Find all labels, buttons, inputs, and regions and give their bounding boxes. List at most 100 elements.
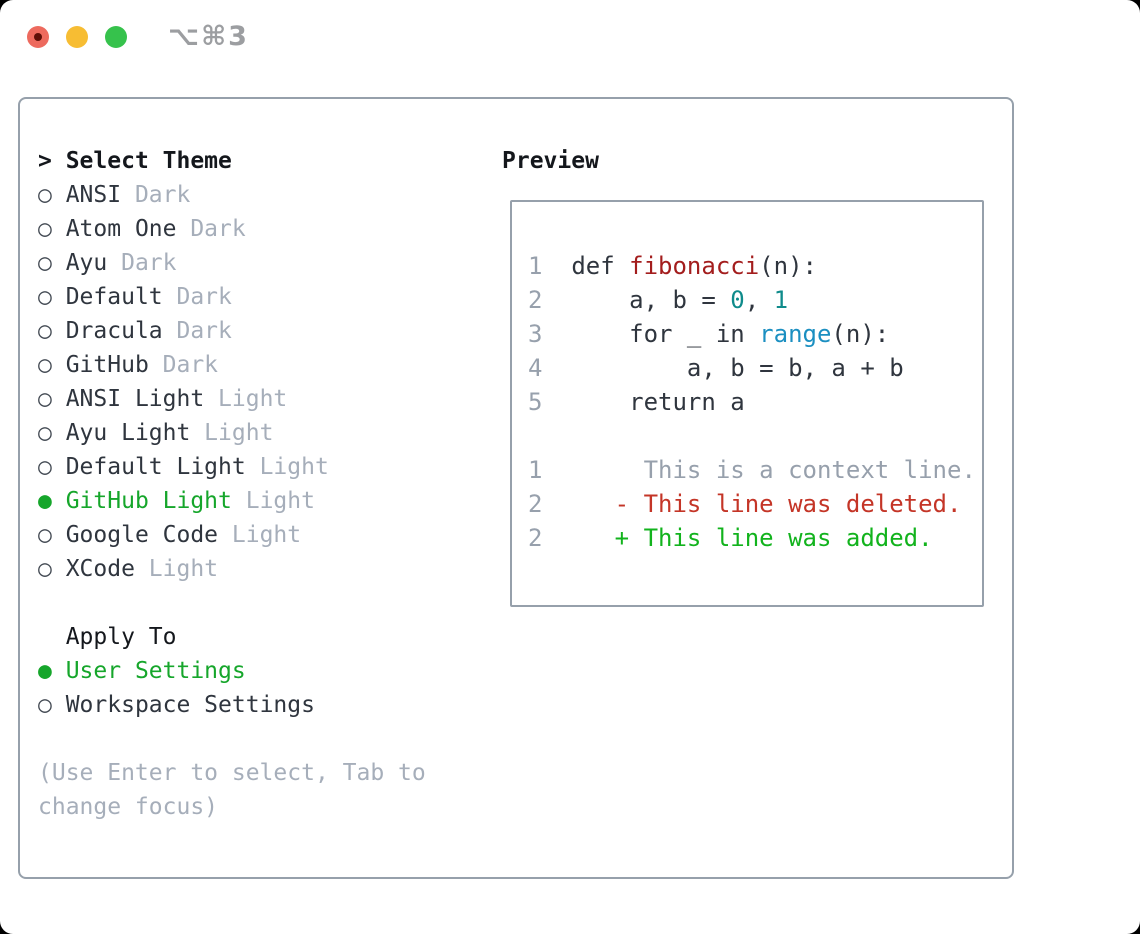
radio-icon: ○	[38, 692, 66, 718]
line-number: 1	[528, 252, 543, 280]
line-number: 2	[528, 524, 543, 552]
theme-name: Dracula	[65, 318, 163, 344]
apply-option-label: User Settings	[65, 658, 246, 684]
code-segment: a, b = b, a + b	[571, 354, 904, 382]
theme-variant-tag: Light	[134, 556, 219, 582]
theme-name: GitHub Light	[65, 488, 232, 514]
prompt-chevron-icon: >	[38, 148, 66, 174]
theme-option-ayu[interactable]: ○ Ayu Dark	[38, 246, 458, 280]
code-segment: This is a context line.	[571, 456, 976, 484]
spacer	[38, 722, 458, 756]
theme-variant-tag: Dark	[107, 250, 177, 276]
theme-name: Ayu Light	[65, 420, 191, 446]
line-number: 3	[528, 320, 543, 348]
theme-name: Default Light	[65, 454, 246, 480]
window-title: ⌥⌘3	[168, 21, 249, 52]
code-segment: ,	[744, 286, 774, 314]
apply-option-workspace-settings[interactable]: ○ Workspace Settings	[38, 688, 458, 722]
code-segment: - This line was deleted.	[571, 490, 962, 518]
close-dot-icon	[34, 33, 42, 41]
theme-option-ansi[interactable]: ○ ANSI Dark	[38, 178, 458, 212]
apply-option-label: Workspace Settings	[65, 692, 315, 718]
code-segment: + This line was added.	[571, 524, 933, 552]
theme-name: Default	[65, 284, 163, 310]
radio-selected-icon: ●	[38, 658, 66, 684]
radio-icon: ○	[38, 454, 66, 480]
code-segment: return a	[571, 388, 745, 416]
theme-name: XCode	[65, 556, 135, 582]
theme-variant-tag: Light	[218, 522, 302, 548]
theme-option-github[interactable]: ○ GitHub Dark	[38, 348, 458, 382]
minimize-button[interactable]	[66, 26, 88, 48]
theme-option-github-light[interactable]: ● GitHub Light Light	[38, 484, 458, 518]
select-theme-heading: Select Theme	[65, 148, 232, 174]
theme-variant-tag: Light	[190, 420, 274, 446]
theme-variant-tag: Dark	[148, 352, 219, 378]
theme-option-default[interactable]: ○ Default Dark	[38, 280, 458, 314]
code-segment: 0	[730, 286, 745, 314]
select-theme-heading-row: > Select Theme	[38, 144, 458, 178]
preview-line: 4 a, b = b, a + b	[528, 351, 982, 385]
theme-variant-tag: Dark	[162, 318, 232, 344]
theme-option-ansi-light[interactable]: ○ ANSI Light Light	[38, 382, 458, 416]
preview-line	[528, 419, 982, 453]
theme-picker-column: > Select Theme ○ ANSI Dark○ Atom One Dar…	[38, 144, 458, 824]
titlebar: ⌥⌘3	[27, 21, 249, 52]
code-segment: (n):	[831, 320, 890, 348]
preview-line: 2 a, b = 0, 1	[528, 283, 982, 317]
theme-option-dracula[interactable]: ○ Dracula Dark	[38, 314, 458, 348]
radio-icon: ○	[38, 352, 66, 378]
theme-name: GitHub	[65, 352, 149, 378]
radio-icon: ○	[38, 420, 66, 446]
line-number: 1	[528, 456, 543, 484]
radio-selected-icon: ●	[38, 488, 66, 514]
radio-icon: ○	[38, 556, 66, 582]
preview-line: 1 This is a context line.	[528, 453, 982, 487]
theme-list: ○ ANSI Dark○ Atom One Dark○ Ayu Dark○ De…	[38, 178, 458, 586]
line-number: 4	[528, 354, 543, 382]
theme-name: Atom One	[65, 216, 177, 242]
radio-icon: ○	[38, 182, 66, 208]
code-segment: (n):	[759, 252, 817, 280]
code-segment: range	[759, 320, 832, 348]
line-number: 2	[528, 286, 543, 314]
code-segment: a, b =	[571, 286, 731, 314]
code-segment: for _ in	[571, 320, 760, 348]
theme-variant-tag: Light	[245, 454, 329, 480]
apply-option-user-settings[interactable]: ● User Settings	[38, 654, 458, 688]
theme-name: Google Code	[65, 522, 219, 548]
radio-icon: ○	[38, 250, 66, 276]
theme-option-xcode[interactable]: ○ XCode Light	[38, 552, 458, 586]
theme-name: ANSI Light	[65, 386, 205, 412]
theme-variant-tag: Light	[204, 386, 288, 412]
radio-icon: ○	[38, 386, 66, 412]
radio-icon: ○	[38, 284, 66, 310]
theme-option-ayu-light[interactable]: ○ Ayu Light Light	[38, 416, 458, 450]
theme-variant-tag: Light	[231, 488, 315, 514]
theme-picker-panel: > Select Theme ○ ANSI Dark○ Atom One Dar…	[18, 97, 1014, 879]
theme-option-default-light[interactable]: ○ Default Light Light	[38, 450, 458, 484]
theme-variant-tag: Dark	[176, 216, 246, 242]
theme-option-google-code[interactable]: ○ Google Code Light	[38, 518, 458, 552]
preview-heading: Preview	[502, 148, 599, 174]
theme-name: Ayu	[65, 250, 108, 276]
theme-name: ANSI	[65, 182, 122, 208]
apply-to-list: ● User Settings○ Workspace Settings	[38, 654, 458, 722]
close-button[interactable]	[27, 26, 49, 48]
zoom-button[interactable]	[105, 26, 127, 48]
apply-to-heading: Apply To	[65, 624, 177, 650]
code-segment: 1	[773, 286, 789, 314]
theme-option-atom-one[interactable]: ○ Atom One Dark	[38, 212, 458, 246]
code-segment: fibonacci	[629, 252, 760, 280]
line-number: 2	[528, 490, 543, 518]
theme-variant-tag: Dark	[121, 182, 191, 208]
spacer	[38, 586, 458, 620]
theme-variant-tag: Dark	[162, 284, 232, 310]
preview-line: 3 for _ in range(n):	[528, 317, 982, 351]
radio-icon: ○	[38, 522, 66, 548]
radio-icon: ○	[38, 216, 66, 242]
line-number: 5	[528, 388, 543, 416]
